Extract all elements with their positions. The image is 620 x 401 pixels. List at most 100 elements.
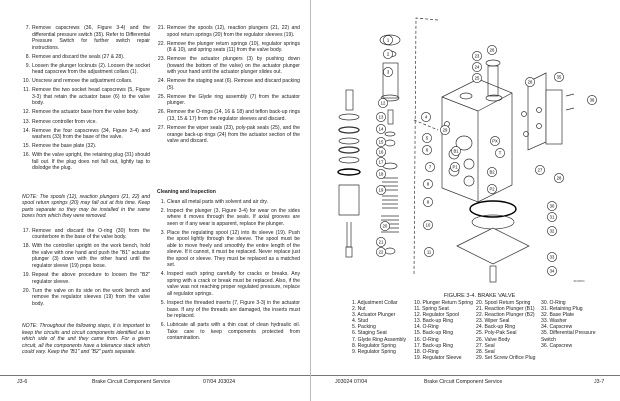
callout-label: 18: [379, 172, 384, 177]
callout: 35: [554, 72, 564, 82]
callout-circle: [472, 62, 482, 72]
step-text: Inspect the plunger (3, Figure 3-4) for …: [167, 207, 300, 227]
callout: PX: [490, 136, 500, 146]
callout-circle: [376, 169, 386, 179]
step-number: 3.: [160, 229, 165, 236]
step-number: 26.: [157, 109, 165, 116]
callout-circle: [376, 237, 386, 247]
steps-list-a: 7.Remove capscrews (36, Figure 3-4) and …: [22, 25, 150, 172]
callout-circle: [378, 98, 388, 108]
step-number: 8.: [25, 53, 30, 60]
callout-label: 23: [475, 54, 480, 59]
procedure-step: 26.Remove the O-rings (14, 16 & 18) and …: [157, 109, 300, 122]
step-text: Remove the actuator base from the valve …: [32, 109, 139, 116]
callout-label: 34: [550, 269, 555, 274]
parts-list-item: 10. Plunger Return Spring: [414, 300, 473, 306]
callout-circle: [495, 148, 505, 158]
callout-circle: [376, 247, 386, 257]
parts-list-item: 18. O-Ring: [414, 348, 439, 355]
note-spools: NOTE: The spools (12), reaction plungers…: [22, 193, 150, 220]
callout-circle: [376, 124, 386, 134]
callout-label: 19: [379, 188, 384, 193]
procedure-step: 2.Inspect the plunger (3, Figure 3-4) fo…: [157, 208, 300, 228]
callout-circle: [440, 125, 450, 135]
procedure-step: 8.Remove and discard the seals (27 & 28)…: [22, 54, 150, 61]
callout: 9: [423, 197, 433, 207]
callout: 18: [376, 169, 386, 179]
callout: 28: [554, 173, 564, 183]
parts-list-item: 9. Regulator Spring: [352, 348, 396, 355]
parts-list-item: 3. Actuator Plunger: [352, 312, 396, 319]
callout: 15: [376, 137, 386, 147]
step-number: 21.: [157, 25, 165, 31]
parts-list-item: 32. Base Plate: [541, 312, 575, 319]
step-text: Remove and discard the O-ring (30) from …: [32, 227, 150, 241]
step-number: 23.: [157, 56, 165, 63]
callout: 5: [422, 133, 432, 143]
step-number: 11.: [23, 87, 30, 94]
step-text: With the controller upright on the work …: [32, 243, 150, 269]
procedure-step: 9.Loosen the plunger locknuts (2). Loose…: [22, 63, 150, 76]
callout: 20: [380, 221, 390, 231]
parts-list-item: 14. O-Ring: [414, 324, 439, 331]
procedure-step: 17.Remove and discard the O-ring (30) fr…: [22, 228, 150, 241]
step-number: 17.: [22, 227, 30, 234]
procedure-step: 14.Remove the four capscrews (34, Figure…: [22, 128, 150, 141]
callout: 10: [423, 220, 433, 230]
step-number: 27.: [157, 125, 165, 132]
callout: 26: [487, 45, 497, 55]
step-text: Remove controller from vice.: [32, 118, 97, 125]
step-text: Remove the two socket head capscrews (5,…: [32, 87, 150, 107]
procedure-step: 11.Remove the two socket head capscrews …: [22, 87, 150, 107]
callout: B1: [451, 146, 461, 156]
step-text: Remove the base plate (32).: [32, 143, 97, 150]
left-column: 7.Remove capscrews (36, Figure 3-4) and …: [22, 25, 150, 364]
callout-circle: [422, 145, 432, 155]
procedure-step: 6.Lubricate all parts with a thin coat o…: [157, 322, 300, 342]
callout: 25: [472, 73, 482, 83]
parts-list-item: 19. Regulator Sleeve: [414, 354, 462, 361]
callout: 29: [440, 125, 450, 135]
callout-circle: [383, 35, 393, 45]
step-number: 25.: [157, 93, 165, 100]
parts-list-item: 24. Back-up Ring: [476, 324, 516, 331]
parts-list-item: 33. Washer: [541, 318, 567, 325]
callout-label: 5: [426, 136, 429, 141]
callout-circle: [472, 51, 482, 61]
step-number: 12.: [22, 109, 30, 116]
callout: 17: [376, 157, 386, 167]
parts-list-item: 17. Back-up Ring: [414, 342, 454, 349]
callout-label: 15: [379, 140, 384, 145]
callout-label: 9: [427, 200, 430, 205]
callout: 21: [376, 237, 386, 247]
callout-label: 22: [379, 250, 384, 255]
procedure-step: 22.Remove the plunger return springs (10…: [157, 41, 300, 54]
callout: B2: [487, 167, 497, 177]
step-text: Remove and discard the seals (27 & 28).: [32, 53, 125, 60]
footer-rule: [311, 375, 620, 376]
procedure-step: 3.Place the regulating spool (12) into i…: [157, 230, 300, 269]
callout-label: 17: [379, 160, 384, 165]
callout-label: 11: [427, 250, 432, 255]
callout: P1: [450, 162, 460, 172]
right-column: 21.Remove the spools (12), reaction plun…: [157, 25, 300, 344]
step-number: 20.: [22, 287, 30, 294]
step-number: 18.: [22, 243, 30, 250]
callout: 23: [472, 51, 482, 61]
callout-label: B1: [453, 149, 459, 154]
callout: 3: [383, 67, 393, 77]
callout-circle: [547, 266, 557, 276]
step-number: 4.: [160, 271, 165, 278]
callout-circle: [451, 146, 461, 156]
callout: P2: [487, 184, 497, 194]
procedure-step: 27.Remove the wiper seals (23), poly-pak…: [157, 125, 300, 145]
callout: 31: [547, 212, 557, 222]
left-page: 7.Remove capscrews (36, Figure 3-4) and …: [0, 25, 310, 385]
footer-rule: [0, 375, 310, 376]
parts-list-item: 23. Wiper Seal: [476, 318, 510, 325]
procedure-step: 7.Remove capscrews (36, Figure 3-4) and …: [22, 25, 150, 51]
step-text: Remove capscrews (36, Figure 3-4) and th…: [32, 25, 150, 51]
callout: 16: [376, 147, 386, 157]
callout-label: 31: [550, 215, 555, 220]
